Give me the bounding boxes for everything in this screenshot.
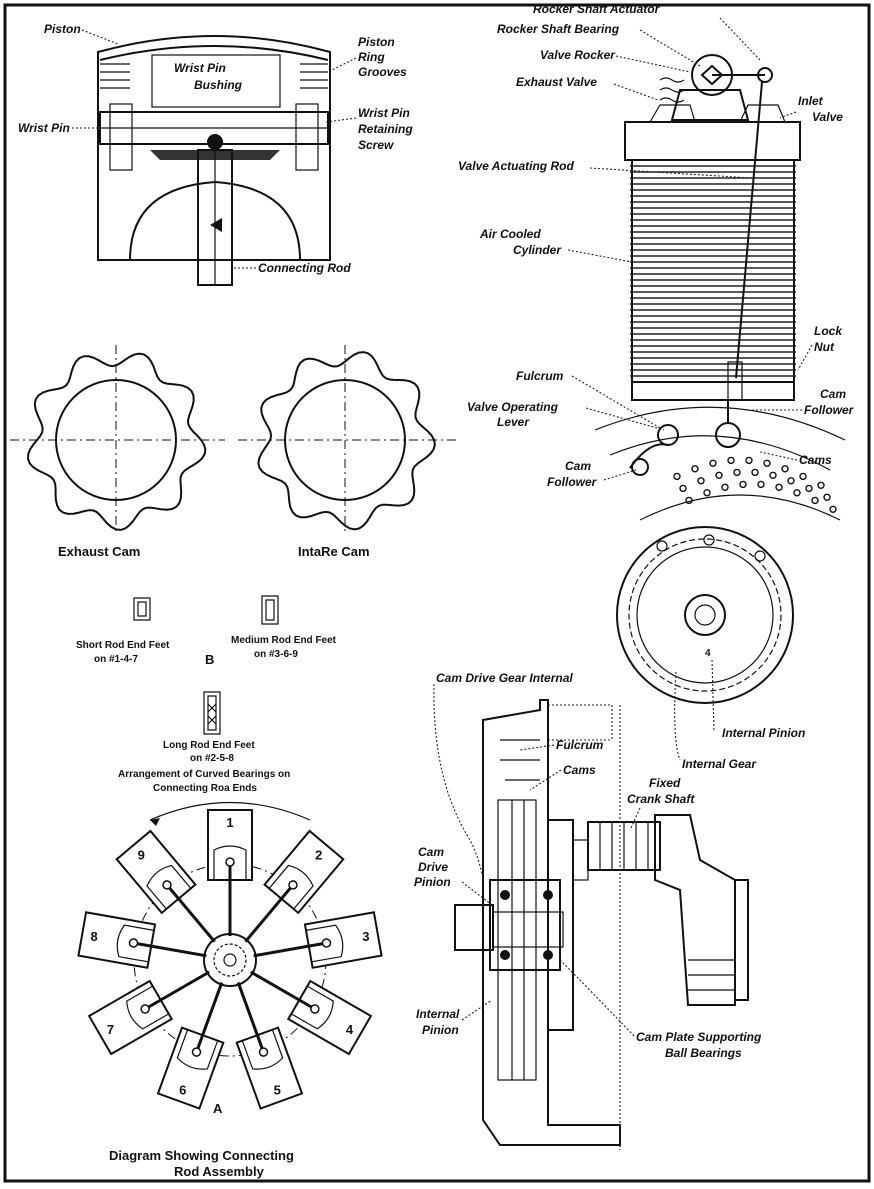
label-lock-nut-2: Nut bbox=[814, 340, 835, 354]
label-connecting-rod: Connecting Rod bbox=[258, 261, 351, 275]
label-air-cooled-1: Air Cooled bbox=[479, 227, 541, 241]
cylinder-number-2: 2 bbox=[315, 847, 322, 862]
label-valve-lever-2: Lever bbox=[497, 415, 530, 429]
label-exhaust-valve: Exhaust Valve bbox=[516, 75, 597, 89]
piston-section-labels: Piston Wrist Pin Bushing Piston Ring Gro… bbox=[18, 22, 413, 275]
drive-section-labels: Cam Drive Gear Internal Fulcrum Cams Fix… bbox=[414, 671, 762, 1060]
label-fulcrum-top: Fulcrum bbox=[516, 369, 564, 383]
drive-section-drawing bbox=[454, 699, 749, 1150]
label-cam-follower-left-1: Cam bbox=[565, 459, 591, 473]
label-wrist-pin-bushing-1: Wrist Pin bbox=[174, 61, 226, 75]
label-cam-drive-2: Drive bbox=[418, 860, 448, 874]
label-bearings-2: Ball Bearings bbox=[665, 1046, 742, 1060]
label-air-cooled-2: Cylinder bbox=[513, 243, 562, 257]
label-short-rod-end-2: on #1-4-7 bbox=[94, 654, 138, 665]
label-fixed-1: Fixed bbox=[649, 776, 681, 790]
label-cam-follower-right-1: Cam bbox=[820, 387, 846, 401]
cylinder-arm-9 bbox=[115, 829, 216, 943]
cylinder-arm-1 bbox=[207, 809, 253, 936]
label-wrist-pin-bushing-2: Bushing bbox=[194, 78, 243, 92]
cylinder-fins bbox=[630, 165, 796, 377]
rod-end-feet-drawings bbox=[133, 595, 279, 735]
label-piston-ring-grooves-2: Ring bbox=[358, 50, 385, 64]
label-short-rod-end-1: Short Rod End Feet bbox=[76, 640, 170, 651]
label-long-rod-end-2: on #2-5-8 bbox=[190, 753, 234, 764]
label-retaining-screw-1: Wrist Pin bbox=[358, 106, 410, 120]
cylinder-number-7: 7 bbox=[107, 1022, 114, 1037]
label-cam-drive-1: Cam bbox=[418, 845, 444, 859]
label-wrist-pin: Wrist Pin bbox=[18, 121, 70, 135]
label-cam-follower-left-2: Follower bbox=[547, 475, 598, 489]
label-internal-gear: Internal Gear bbox=[682, 757, 757, 771]
label-rod-assembly-caption-1: Diagram Showing Connecting bbox=[109, 1148, 294, 1163]
label-inlet-valve-2: Valve bbox=[812, 110, 843, 124]
label-fixed-2: Crank Shaft bbox=[627, 792, 695, 806]
cylinder-number-3: 3 bbox=[362, 929, 369, 944]
label-cam-drive-3: Pinion bbox=[414, 875, 451, 889]
cams-drawing bbox=[10, 345, 460, 535]
label-piston-ring-grooves-1: Piston bbox=[358, 35, 395, 49]
label-arrangement-caption-2: Connecting Roa Ends bbox=[153, 783, 257, 794]
letter-a: A bbox=[213, 1101, 223, 1116]
cylinder-arm-5 bbox=[235, 982, 304, 1110]
label-piston: Piston bbox=[44, 22, 81, 36]
label-intake-cam: IntaRe Cam bbox=[298, 544, 370, 559]
label-lock-nut-1: Lock bbox=[814, 324, 843, 338]
rod-assembly-drawing bbox=[77, 801, 383, 1110]
cylinder-number-6: 6 bbox=[179, 1083, 186, 1098]
label-cam-drive-gear-internal: Cam Drive Gear Internal bbox=[436, 671, 573, 685]
label-cams-top: Cams bbox=[799, 453, 832, 467]
label-piston-ring-grooves-3: Grooves bbox=[358, 65, 407, 79]
cylinder-labels: Rocker Shaft Actuator Rocker Shaft Beari… bbox=[458, 2, 855, 489]
gear-mark-4: 4 bbox=[705, 648, 711, 659]
label-cams-section: Cams bbox=[563, 763, 596, 777]
cylinder-number-1: 1 bbox=[226, 815, 233, 830]
cylinder-arm-2 bbox=[244, 829, 345, 943]
label-cam-follower-right-2: Follower bbox=[804, 403, 855, 417]
internal-gear-drawing: 4 bbox=[616, 526, 794, 704]
cylinder-number-8: 8 bbox=[90, 929, 97, 944]
cam-dots bbox=[673, 456, 837, 513]
label-inlet-valve-1: Inlet bbox=[798, 94, 824, 108]
label-fulcrum-section: Fulcrum bbox=[556, 738, 604, 752]
label-long-rod-end-1: Long Rod End Feet bbox=[163, 740, 255, 751]
cylinder-arm-6 bbox=[156, 982, 225, 1110]
cylinder-number-4: 4 bbox=[346, 1022, 354, 1037]
label-medium-rod-end-2: on #3-6-9 bbox=[254, 649, 298, 660]
label-rod-assembly-caption-2: Rod Assembly bbox=[174, 1164, 265, 1179]
cylinder-drawing bbox=[594, 54, 846, 521]
label-retaining-screw-2: Retaining bbox=[358, 122, 413, 136]
cylinder-arm-8 bbox=[77, 911, 207, 969]
cylinder-number-9: 9 bbox=[138, 847, 145, 862]
label-valve-actuating-rod: Valve Actuating Rod bbox=[458, 159, 574, 173]
label-rocker-shaft-bearing: Rocker Shaft Bearing bbox=[497, 22, 620, 36]
letter-b: B bbox=[205, 652, 214, 667]
label-exhaust-cam: Exhaust Cam bbox=[58, 544, 140, 559]
label-rocker-shaft-actuator: Rocker Shaft Actuator bbox=[533, 2, 661, 16]
label-internal-pinion-gear: Internal Pinion bbox=[722, 726, 805, 740]
plate-border bbox=[3, 3, 871, 1183]
label-valve-lever-1: Valve Operating bbox=[467, 400, 559, 414]
label-arrangement-caption-1: Arrangement of Curved Bearings on bbox=[118, 769, 290, 780]
cylinder-number-5: 5 bbox=[274, 1083, 281, 1098]
label-bearings-1: Cam Plate Supporting bbox=[636, 1030, 762, 1044]
cylinder-arm-4 bbox=[250, 970, 373, 1056]
label-retaining-screw-3: Screw bbox=[358, 138, 394, 152]
label-internal-pinion-section-1: Internal bbox=[416, 1007, 460, 1021]
cylinder-arm-3 bbox=[253, 911, 383, 969]
label-internal-pinion-section-2: Pinion bbox=[422, 1023, 459, 1037]
cylinder-arm-7 bbox=[87, 970, 210, 1056]
label-valve-rocker: Valve Rocker bbox=[540, 48, 616, 62]
label-medium-rod-end-1: Medium Rod End Feet bbox=[231, 635, 337, 646]
